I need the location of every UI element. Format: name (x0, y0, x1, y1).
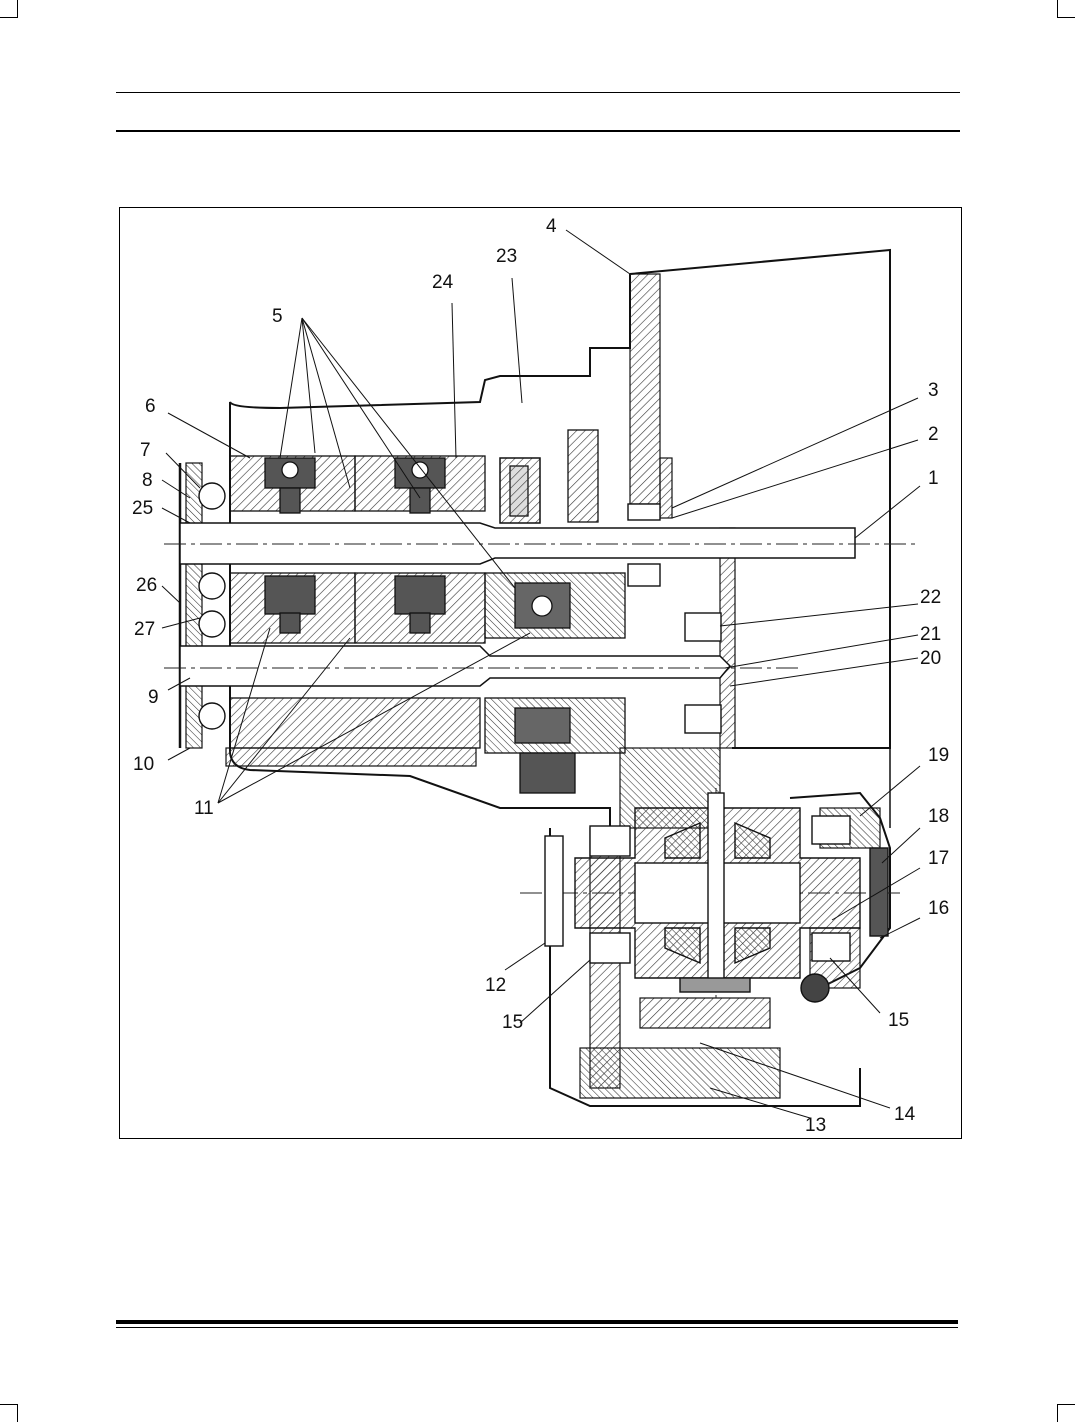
callout-10: 10 (133, 754, 154, 775)
crop-mark-bottom-right (1057, 1404, 1075, 1422)
callout-labels: 1 2 3 4 5 6 7 8 9 10 11 12 13 14 15 15 1… (132, 216, 949, 1136)
callout-6: 6 (145, 396, 156, 417)
callout-9: 9 (148, 687, 159, 708)
callout-27: 27 (134, 619, 155, 640)
callout-4: 4 (546, 216, 557, 237)
callout-23: 23 (496, 246, 517, 267)
crop-mark-bottom-left (0, 1404, 18, 1422)
callout-11: 11 (194, 798, 214, 819)
callout-25: 25 (132, 498, 153, 519)
differential (574, 792, 861, 993)
callout-22: 22 (920, 587, 941, 608)
lower-gear-pack (229, 572, 626, 794)
transmission-cross-section-figure: 1 2 3 4 5 6 7 8 9 10 11 12 13 14 15 15 1… (119, 207, 962, 1139)
callout-8: 8 (142, 470, 153, 491)
callout-5: 5 (272, 306, 283, 327)
callout-17: 17 (928, 848, 949, 869)
crop-mark-top-left (0, 0, 18, 18)
bearings (198, 482, 889, 1003)
callout-19: 19 (928, 745, 949, 766)
callout-12: 12 (485, 975, 506, 996)
callout-2: 2 (928, 424, 939, 445)
callout-15-left: 15 (502, 1012, 523, 1033)
callout-13: 13 (805, 1115, 826, 1136)
callout-14: 14 (894, 1104, 916, 1125)
footer-rule-thin (116, 1327, 958, 1328)
callout-3: 3 (928, 380, 939, 401)
callout-7: 7 (140, 440, 151, 461)
callout-15-right: 15 (888, 1010, 909, 1031)
upper-gear-pack (229, 429, 599, 523)
transmission-drawing: 1 2 3 4 5 6 7 8 9 10 11 12 13 14 15 15 1… (132, 216, 949, 1136)
leader-lines (161, 229, 921, 1119)
callout-16: 16 (928, 898, 949, 919)
header-rule-bottom (116, 130, 960, 132)
callout-18: 18 (928, 806, 949, 827)
header-rule-top (116, 92, 960, 93)
crop-mark-top-right (1057, 0, 1075, 18)
callout-21: 21 (920, 624, 941, 645)
callout-26: 26 (136, 575, 157, 596)
callout-20: 20 (920, 648, 941, 669)
callout-24: 24 (432, 272, 454, 293)
callout-1: 1 (928, 468, 939, 489)
footer-rule-thick (116, 1320, 958, 1324)
